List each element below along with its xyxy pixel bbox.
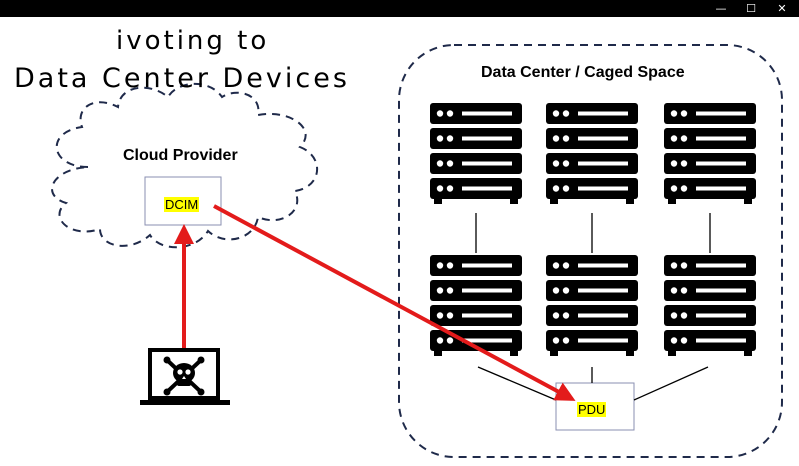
server-rack <box>546 103 638 204</box>
server-rack <box>430 255 522 356</box>
minimize-button[interactable]: — <box>715 2 727 15</box>
dcim-label-wrap: DCIM <box>164 194 200 213</box>
window-title-bar: — ☐ ✕ <box>0 0 799 17</box>
arrow-dcim-to-pdu <box>213 204 576 401</box>
slide-title-line1: ivoting to <box>116 26 270 56</box>
datacenter-boundary <box>398 44 783 458</box>
skull-crossbones-icon <box>163 356 205 396</box>
slide-canvas: ivoting to Data Center Devices Cloud Pro… <box>0 17 799 466</box>
pdu-label-wrap: PDU <box>577 399 607 418</box>
diagram-drawing <box>51 44 783 458</box>
cloud-provider-label: Cloud Provider <box>123 147 238 164</box>
slide-title-line2: Data Center Devices <box>14 63 350 94</box>
attacker-laptop <box>140 348 230 405</box>
server-rack <box>430 103 522 204</box>
cloud-outline <box>51 82 318 249</box>
close-button[interactable]: ✕ <box>777 2 787 15</box>
rack-connectors <box>475 213 711 401</box>
dcim-label: DCIM <box>164 197 200 212</box>
server-rack <box>664 255 756 356</box>
server-racks <box>430 103 756 356</box>
server-rack <box>546 255 638 356</box>
pdu-label: PDU <box>577 402 607 417</box>
server-rack <box>664 103 756 204</box>
maximize-button[interactable]: ☐ <box>746 2 756 15</box>
datacenter-label: Data Center / Caged Space <box>481 64 685 81</box>
